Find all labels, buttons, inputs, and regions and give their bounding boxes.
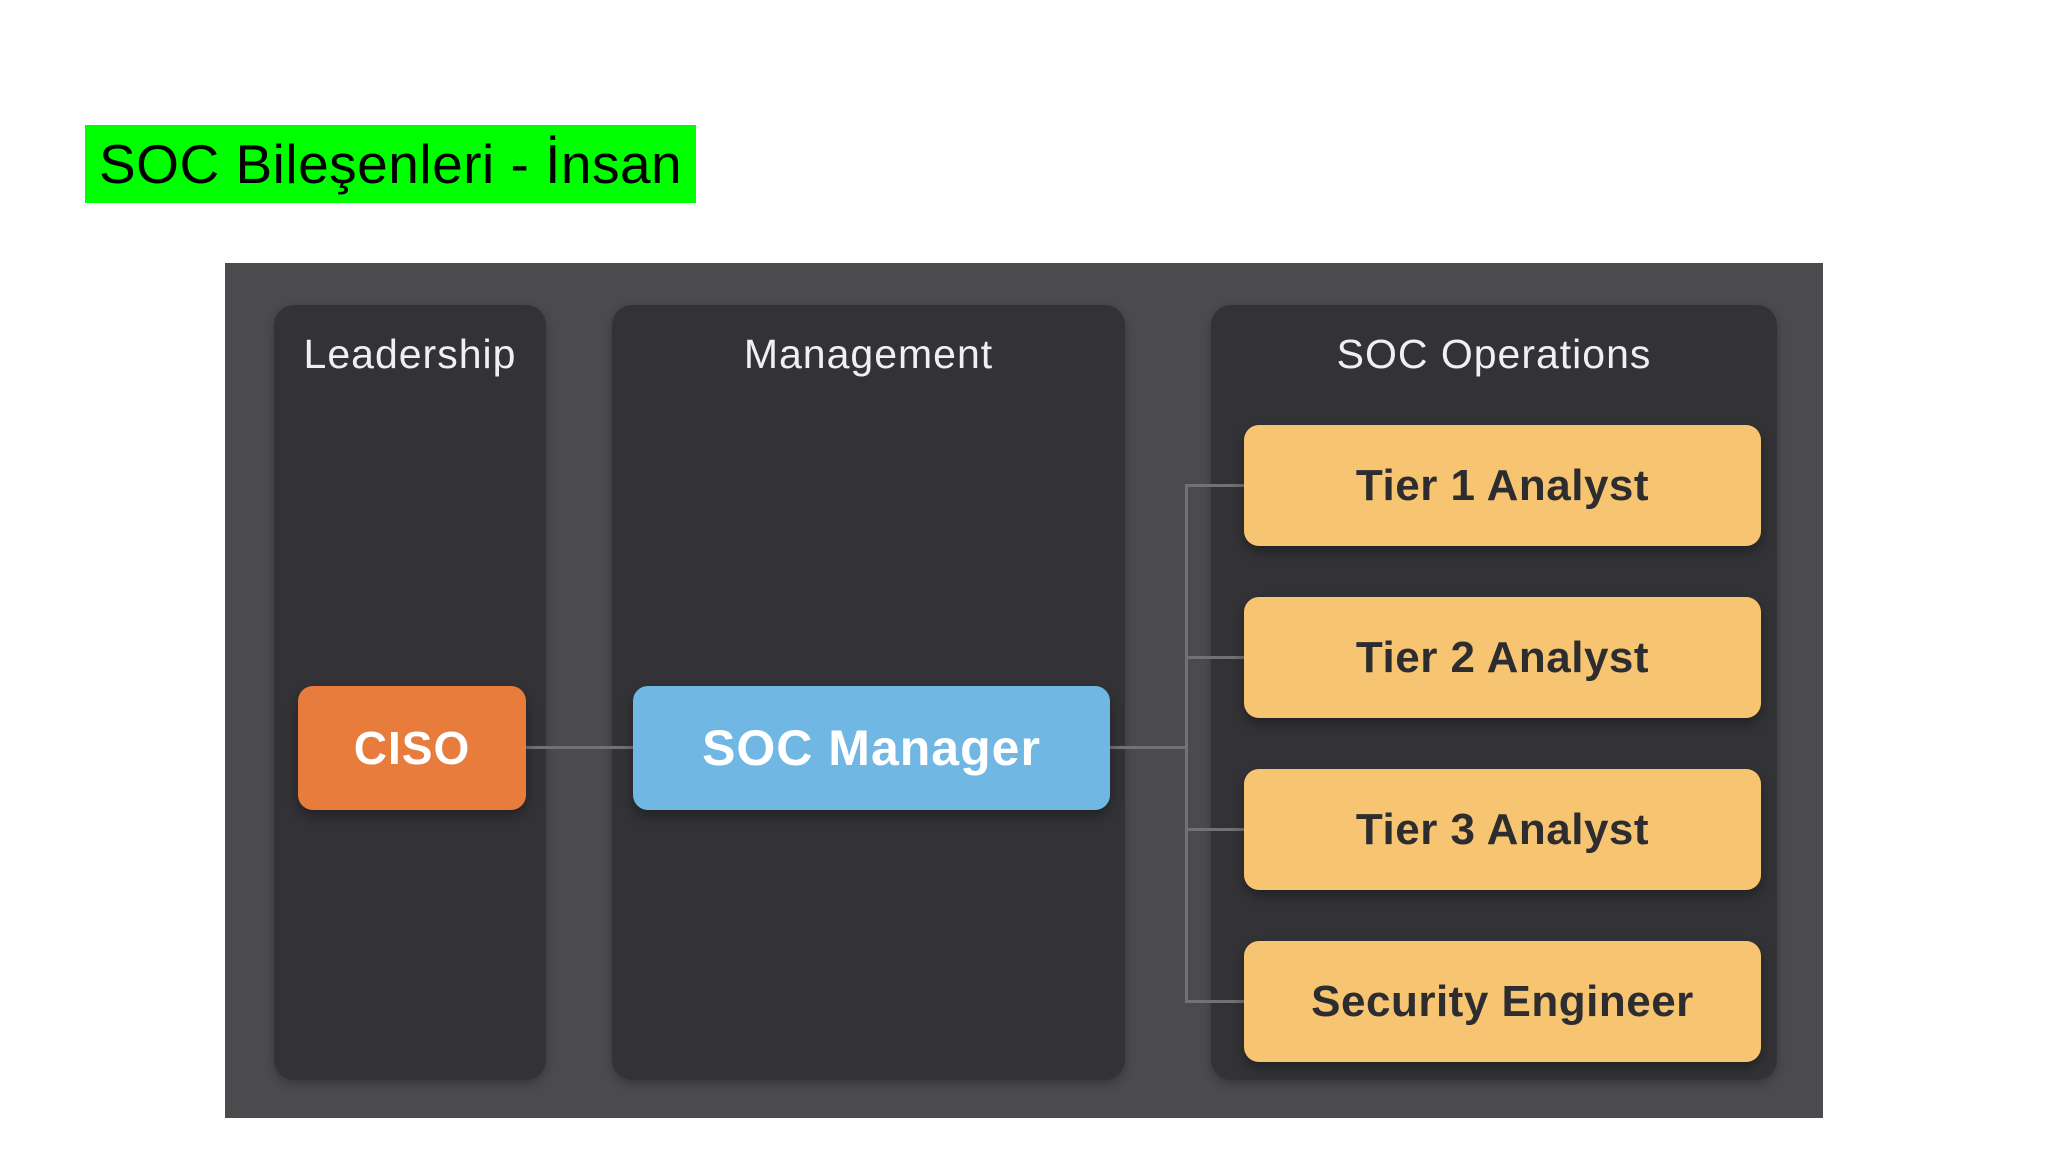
connector-soc-manager-trunk — [1110, 746, 1187, 749]
connector-branch-security-engineer — [1187, 1000, 1244, 1003]
connector-branch-tier2-analyst — [1187, 656, 1244, 659]
column-header-soc-operations: SOC Operations — [1336, 331, 1652, 377]
connector-trunk-line — [1185, 484, 1188, 1003]
connector-branch-tier1-analyst — [1187, 484, 1244, 487]
node-tier1-analyst: Tier 1 Analyst — [1244, 425, 1761, 546]
slide-title-highlight: SOC Bileşenleri - İnsan — [85, 125, 697, 203]
node-soc-manager: SOC Manager — [633, 686, 1110, 810]
node-ciso: CISO — [298, 686, 526, 810]
node-tier3-analyst: Tier 3 Analyst — [1244, 769, 1761, 890]
connector-ciso-soc-manager — [526, 746, 633, 749]
node-tier2-analyst: Tier 2 Analyst — [1244, 597, 1761, 718]
slide-title: SOC Bileşenleri - İnsan — [99, 133, 683, 195]
org-chart-panel: Leadership Management SOC Operations CIS… — [225, 263, 1823, 1118]
column-header-management: Management — [743, 331, 994, 377]
node-security-engineer: Security Engineer — [1244, 941, 1761, 1062]
column-header-leadership: Leadership — [303, 331, 517, 377]
connector-branch-tier3-analyst — [1187, 828, 1244, 831]
